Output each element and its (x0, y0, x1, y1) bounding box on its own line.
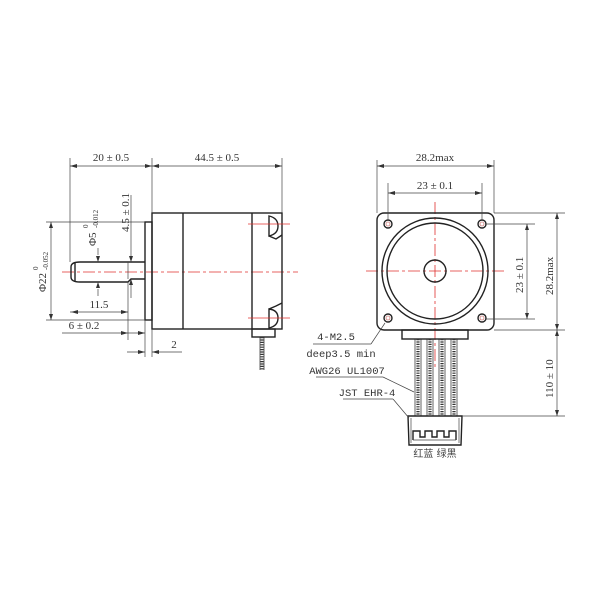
lead-plate (401, 329, 469, 340)
dim-boss-diameter-tol-lower: -0.052 (42, 251, 50, 270)
arrowheads-flat-length (71, 310, 128, 314)
inner-circle (386, 222, 484, 320)
hole-top-right (477, 219, 487, 229)
dim-boss-height: 2 (171, 339, 177, 351)
callout-connector: JST EHR-4 (339, 388, 396, 400)
arrowheads-flat (129, 256, 133, 285)
dim-body-length: 44.5 ± 0.5 (195, 152, 240, 164)
arrowheads-flat-offset (121, 331, 145, 335)
shaft-circle (423, 259, 447, 283)
side-connector-block (251, 328, 276, 338)
dim-lead-length: 110 ± 10 (544, 359, 556, 398)
shaft (70, 261, 145, 283)
callout-depth: deep3.5 min (306, 349, 375, 361)
dim-shaft-length: 20 ± 0.5 (93, 152, 130, 164)
dim-shaft-diameter: Φ5 0 -0.012 (82, 209, 100, 246)
dim-boss-diameter: Φ22 0 -0.052 (32, 251, 50, 292)
flange-square (376, 212, 495, 331)
connector-pins (412, 430, 457, 440)
dim-boss-diameter-main: Φ22 (37, 273, 49, 292)
jst-connector (407, 415, 463, 446)
dim-boss-diameter-tol-upper: 0 (32, 266, 40, 270)
hole-bottom-right-inner (479, 315, 485, 321)
callout-wire: AWG26 UL1007 (309, 366, 385, 378)
hole-bottom-left (383, 313, 393, 323)
screw-head-bottom (268, 308, 279, 329)
screw-head-top (268, 215, 279, 237)
screw-detail-bottom (268, 302, 283, 310)
dim-hole-spacing-h: 23 ± 0.1 (417, 180, 453, 192)
dim-shaft-diameter-tol-lower: -0.012 (92, 209, 100, 228)
leader-wire (382, 376, 415, 393)
front-view: 红蓝 绿黑 28.2max 23 ± 0.1 23 ± 0.1 28.2max … (306, 152, 565, 460)
motor-body (151, 212, 283, 330)
dim-flat-depth: 4.5 ± 0.1 (120, 193, 132, 232)
dim-hole-spacing-v: 23 ± 0.1 (514, 257, 526, 293)
dim-shaft-diameter-tol-upper: 0 (82, 224, 90, 228)
hole-bottom-right (477, 313, 487, 323)
dim-width-max: 28.2max (416, 152, 455, 164)
hole-top-left (383, 219, 393, 229)
dim-flat-offset: 6 ± 0.2 (69, 320, 100, 332)
dim-shaft-diameter-main: Φ5 (87, 232, 99, 246)
front-boss (144, 221, 153, 321)
hole-top-left-inner (385, 221, 391, 227)
dim-flat-length: 11.5 (90, 299, 109, 311)
connector-housing (407, 415, 463, 446)
arrowheads-boss-height (138, 350, 159, 354)
hole-bottom-left-inner (385, 315, 391, 321)
lead-wires (414, 339, 458, 416)
leader-holes (370, 322, 386, 345)
callout-holes: 4-M2.5 (317, 332, 355, 344)
screw-detail-top (268, 234, 283, 240)
outer-circle (381, 217, 489, 325)
leader-connector (392, 398, 410, 419)
wire-color-labels: 红蓝 绿黑 (413, 447, 456, 460)
hole-top-right-inner (479, 221, 485, 227)
side-view: 20 ± 0.5 44.5 ± 0.5 Φ5 0 -0.012 4.5 ± 0.… (32, 152, 298, 370)
dim-height-max: 28.2max (544, 256, 556, 295)
